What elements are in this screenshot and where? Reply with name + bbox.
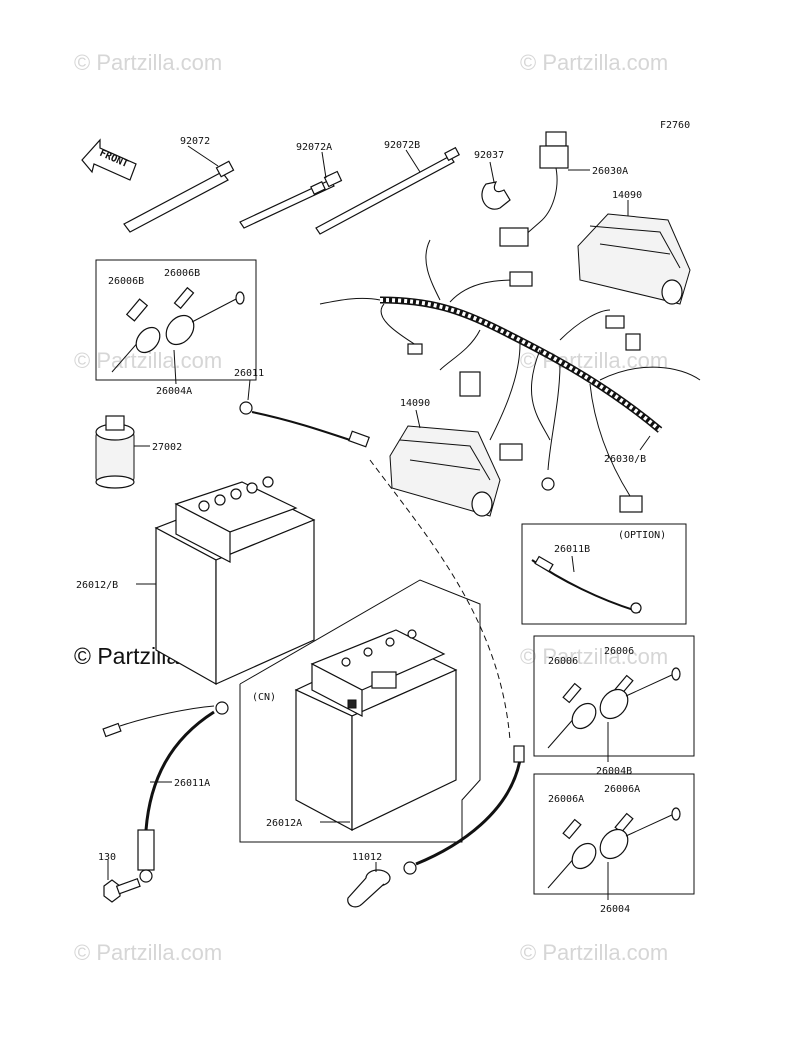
- clamp-92037: [481, 181, 511, 210]
- leader-92072: [187, 145, 219, 167]
- cover-14090-top: [577, 213, 691, 305]
- watermark-bottom-left: © Partzilla.com: [74, 940, 222, 965]
- label-26006A-a: 26006A: [548, 794, 584, 805]
- lead-26011B: [531, 555, 642, 614]
- box-26004: [533, 773, 695, 895]
- battery-lead-26011A: [102, 701, 229, 883]
- spark-plug-cap-26004: [547, 807, 681, 889]
- label-26012A: 26012A: [266, 818, 302, 829]
- battery-lead-26011: [239, 401, 370, 448]
- label-26006A-b: 26006A: [604, 784, 640, 795]
- cable-tie-92072: [123, 160, 235, 233]
- spark-plug-cap-26004B: [547, 667, 681, 749]
- leader-26030B: [639, 435, 651, 451]
- label-92037: 92037: [474, 150, 504, 161]
- cover-14090-mid: [389, 425, 501, 517]
- cable-tie-92072B: [315, 146, 460, 235]
- watermark-mid2-right: © Partzilla.com: [520, 644, 668, 669]
- sub-harness-26030A: [499, 131, 569, 247]
- label-26012B: 26012/B: [76, 580, 118, 591]
- label-130: 130: [98, 852, 116, 863]
- label-26030B: 26030/B: [604, 454, 646, 465]
- bolt-130: [103, 877, 141, 903]
- battery-26012A: [294, 629, 458, 832]
- leader-92072A: [321, 151, 327, 179]
- label-14090-top: 14090: [612, 190, 642, 201]
- spark-plug-cap-26004A: [111, 286, 245, 373]
- leader-92072B: [405, 149, 421, 173]
- label-cn: (CN): [252, 692, 276, 703]
- leader-26011: [247, 379, 251, 401]
- front-arrow-icon: FRONT: [81, 138, 137, 181]
- label-11012: 11012: [352, 852, 382, 863]
- label-26006B-a: 26006B: [108, 276, 144, 287]
- label-26004A: 26004A: [156, 386, 192, 397]
- label-14090-mid: 14090: [400, 398, 430, 409]
- label-26011A: 26011A: [174, 778, 210, 789]
- label-92072: 92072: [180, 136, 210, 147]
- label-27002: 27002: [152, 442, 182, 453]
- routing-dash: [369, 459, 511, 741]
- cable-tie-92072A: [239, 170, 343, 229]
- label-option: (OPTION): [618, 530, 666, 541]
- leader-26011B: [571, 555, 575, 573]
- relay-27002: [95, 415, 135, 489]
- leader-26004A: [173, 349, 177, 385]
- label-26011B: 26011B: [554, 544, 590, 555]
- figure-code: F2760: [660, 120, 690, 131]
- label-26004B: 26004B: [596, 766, 632, 777]
- label-26030A: 26030A: [592, 166, 628, 177]
- label-92072A: 92072A: [296, 142, 332, 153]
- watermark-top-left: © Partzilla.com: [74, 50, 222, 75]
- battery-lead-bottom: [403, 745, 525, 875]
- label-26006-b: 26006: [604, 646, 634, 657]
- leader-14090-mid: [415, 409, 421, 429]
- box-26004B: [533, 635, 695, 757]
- watermark-bottom-right: © Partzilla.com: [520, 940, 668, 965]
- main-wiring-harness: [319, 239, 701, 513]
- label-26006-a: 26006: [548, 656, 578, 667]
- watermark-top-right: © Partzilla.com: [520, 50, 668, 75]
- label-92072B: 92072B: [384, 140, 420, 151]
- label-26011: 26011: [234, 368, 264, 379]
- label-26006B-b: 26006B: [164, 268, 200, 279]
- box-option: [521, 523, 687, 625]
- battery-26012B: [154, 476, 316, 686]
- terminal-cap-11012: [347, 869, 391, 908]
- leader-92037: [489, 161, 495, 183]
- box-cn: [239, 579, 481, 843]
- label-26004: 26004: [600, 904, 630, 915]
